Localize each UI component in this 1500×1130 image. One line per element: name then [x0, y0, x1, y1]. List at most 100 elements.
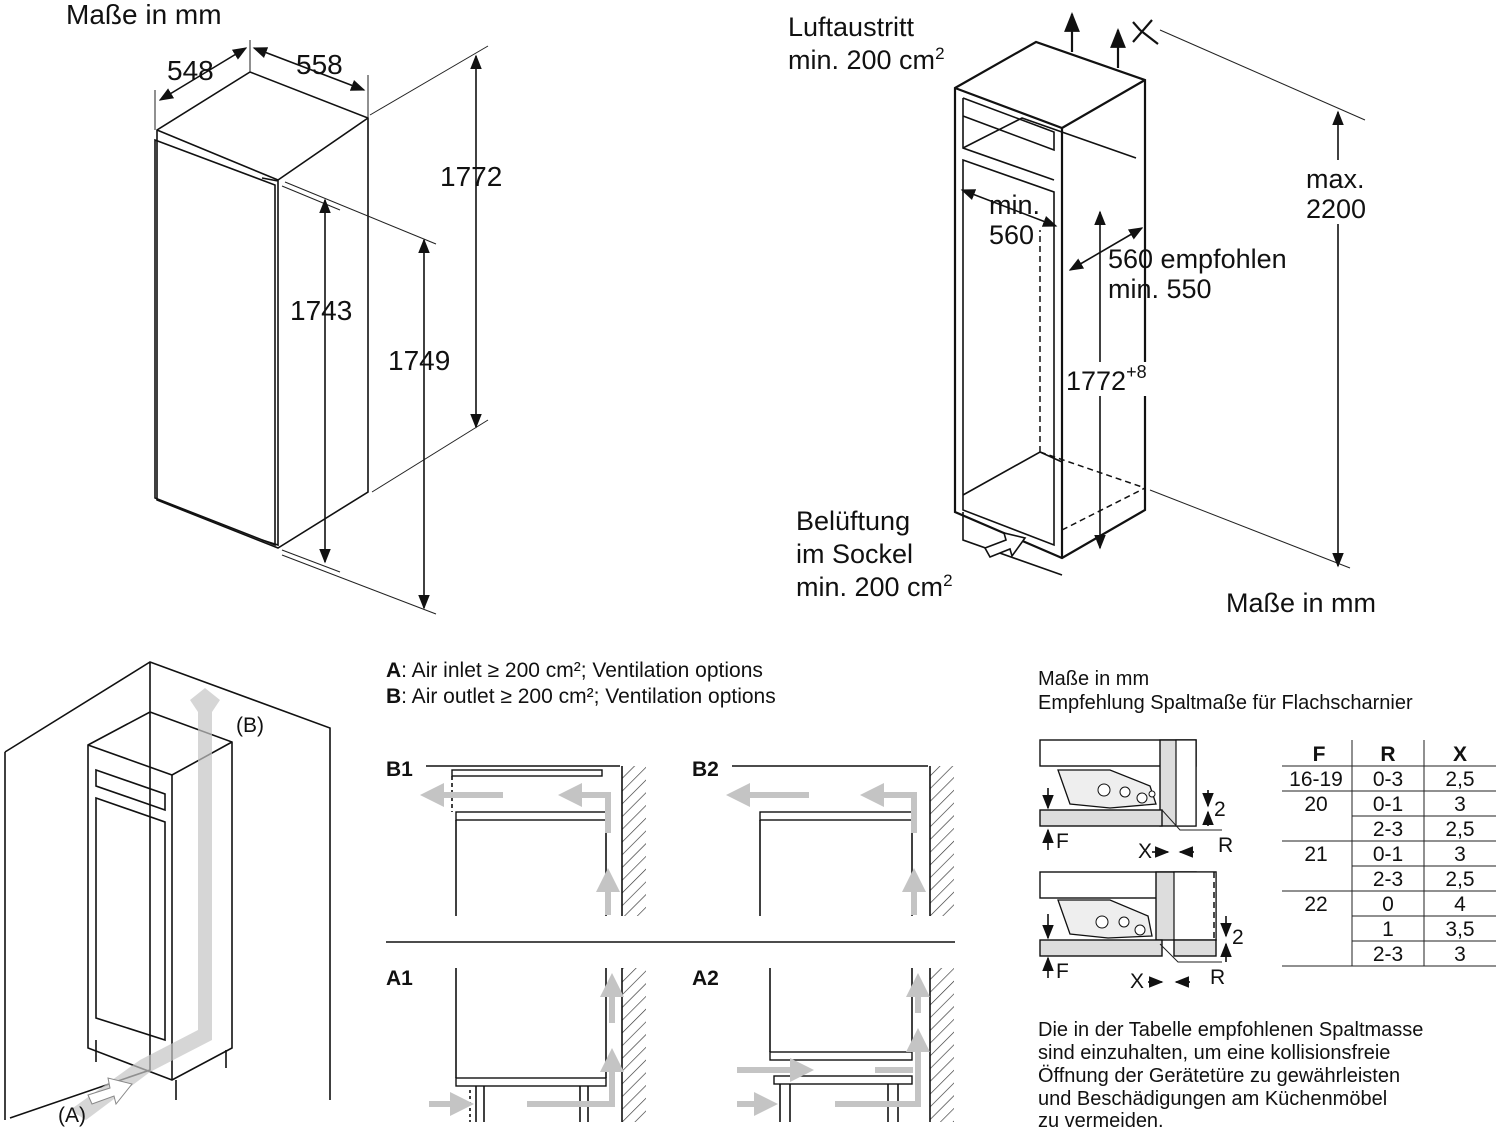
hinge-gap-section: Maße in mm Empfehlung Spaltmaße für Flac…: [1038, 668, 1496, 1130]
hinge2-label-f: F: [1056, 960, 1069, 983]
table-cell: 2,5: [1445, 768, 1474, 791]
niche-dimension-drawing: Luftaustritt min. 200 cm2 min. 560 560 e…: [788, 12, 1380, 618]
units-label-top-right: Maße in mm: [1226, 588, 1376, 618]
table-f-20: 20: [1304, 793, 1327, 816]
ventilation-options: A: Air inlet ≥ 200 cm²; Ventilation opti…: [386, 659, 955, 1122]
hinge2-label-r: R: [1210, 966, 1225, 989]
table-header-f: F: [1313, 743, 1326, 766]
niche-height-label: 1772: [1066, 366, 1126, 396]
air-outlet-sup: 2: [935, 44, 944, 63]
hinge-detail-2: F X R 2: [1039, 871, 1244, 993]
table-cell: 1: [1382, 918, 1394, 941]
label-inlet-a: (A): [58, 1104, 86, 1127]
legend-a-key: A: [386, 659, 401, 682]
plinth-line3: min. 200 cm: [796, 572, 943, 602]
air-outlet-line1: Luftaustritt: [788, 12, 915, 42]
svg-text:A: Air inlet ≥ 200 cm²; Ventil: A: Air inlet ≥ 200 cm²; Ventilation opti…: [386, 659, 763, 682]
note-line: und Beschädigungen am Küchenmöbel: [1038, 1088, 1387, 1110]
table-cell: 2-3: [1373, 868, 1403, 891]
hinge-units-label: Maße in mm: [1038, 668, 1149, 690]
plinth-sup: 2: [943, 571, 952, 590]
panel-a1: A1: [386, 967, 646, 1122]
table-cell: 2,5: [1445, 818, 1474, 841]
note-line: sind einzuhalten, um eine kollisionsfrei…: [1038, 1042, 1390, 1064]
width-dimension-line: [252, 47, 366, 91]
panel-b1-label: B1: [386, 758, 413, 781]
plinth-line1: Belüftung: [796, 506, 910, 536]
dim-total-height-label: 1772: [440, 161, 502, 192]
table-cell: 2,5: [1445, 868, 1474, 891]
legend-b-text: : Air outlet ≥ 200 cm²; Ventilation opti…: [401, 685, 776, 708]
hinge-subtitle: Empfehlung Spaltmaße für Flachscharnier: [1038, 692, 1413, 714]
airflow-path: [70, 688, 220, 1120]
svg-text:B: Air outlet ≥ 200 cm²; Venti: B: Air outlet ≥ 200 cm²; Ventilation opt…: [386, 685, 776, 708]
table-cell: 3: [1454, 843, 1466, 866]
table-cell: 0: [1382, 893, 1394, 916]
hinge1-label-r: R: [1218, 834, 1233, 857]
niche-cabinet-outline: [953, 40, 1147, 560]
hinge2-label-x: X: [1130, 970, 1144, 993]
plinth-inlet-arrow: [983, 531, 1027, 559]
hinge1-label-x: X: [1138, 840, 1152, 863]
hinge1-label-2: 2: [1214, 798, 1226, 821]
units-label-top-left: Maße in mm: [66, 0, 222, 30]
panel-a2-label: A2: [692, 967, 719, 990]
note-line: zu vermeiden.: [1038, 1110, 1164, 1130]
hinge-note: Die in der Tabelle empfohlenen Spaltmass…: [1038, 1019, 1423, 1130]
table-cell: 2-3: [1373, 943, 1403, 966]
appliance-top-edge: [156, 117, 369, 181]
panel-b2-label: B2: [692, 758, 719, 781]
min-width-dimension-line: [960, 189, 1058, 227]
table-cell: 2-3: [1373, 818, 1403, 841]
dim-body-height-label: 1749: [388, 345, 450, 376]
depth-line1: 560 empfohlen: [1108, 244, 1287, 274]
air-outlet-line2: min. 200 cm: [788, 45, 935, 75]
max-height-line1: max.: [1306, 164, 1365, 194]
hinge-detail-1: F X R 2: [1039, 739, 1233, 863]
depth-line2: min. 550: [1108, 274, 1212, 304]
dim-width-label: 558: [296, 49, 343, 80]
table-cell: 0-3: [1373, 768, 1403, 791]
plinth-line2: im Sockel: [796, 539, 913, 569]
min-width-line1: min.: [989, 190, 1040, 220]
panel-a2: A2: [692, 967, 954, 1122]
table-cell: 3: [1454, 943, 1466, 966]
label-outlet-b: (B): [236, 714, 264, 737]
panel-a1-label: A1: [386, 967, 413, 990]
table-f-22: 22: [1304, 893, 1327, 916]
min-width-line2: 560: [989, 220, 1034, 250]
legend-b-key: B: [386, 685, 401, 708]
depth-dimension-line: [158, 47, 248, 101]
legend-a-text: : Air inlet ≥ 200 cm²; Ventilation optio…: [401, 659, 763, 682]
depth-dimension-line: [1068, 227, 1144, 271]
note-line: Die in der Tabelle empfohlenen Spaltmass…: [1038, 1019, 1423, 1041]
table-cell: 3: [1454, 793, 1466, 816]
dim-door-height-label: 1743: [290, 295, 352, 326]
niche-height-sup: +8: [1126, 362, 1147, 382]
ceiling-symbol: [1132, 19, 1159, 45]
dim-depth-label: 548: [167, 55, 214, 86]
table-f-21: 21: [1304, 843, 1327, 866]
table-f-16-19: 16-19: [1289, 768, 1343, 791]
appliance-dimension-drawing: Maße in mm 548 558 1772 1743 1749: [66, 0, 502, 615]
table-header-r: R: [1380, 743, 1395, 766]
max-height-line2: 2200: [1306, 194, 1366, 224]
svg-text:1772+8: 1772+8: [1066, 362, 1147, 396]
panel-b2: B2: [692, 758, 954, 916]
hinge1-label-f: F: [1056, 830, 1069, 853]
svg-text:min. 200 cm2: min. 200 cm2: [796, 571, 953, 602]
gap-table: F R X 16-19 0-3 2,5 20 0-1 3 2-3 2,5 21 …: [1282, 740, 1496, 967]
table-cell: 0-1: [1373, 793, 1403, 816]
panel-b1: B1: [386, 758, 646, 916]
appliance-door: [154, 138, 276, 547]
note-line: Öffnung der Gerätetüre zu gewährleisten: [1038, 1065, 1400, 1087]
ventilation-3d-drawing: (B) (A): [4, 661, 331, 1127]
door-hinge-edge: [261, 177, 279, 547]
svg-text:min. 200 cm2: min. 200 cm2: [788, 44, 945, 75]
table-cell: 3,5: [1445, 918, 1474, 941]
table-cell: 4: [1454, 893, 1466, 916]
table-cell: 0-1: [1373, 843, 1403, 866]
hinge2-label-2: 2: [1232, 926, 1244, 949]
table-header-x: X: [1453, 743, 1467, 766]
